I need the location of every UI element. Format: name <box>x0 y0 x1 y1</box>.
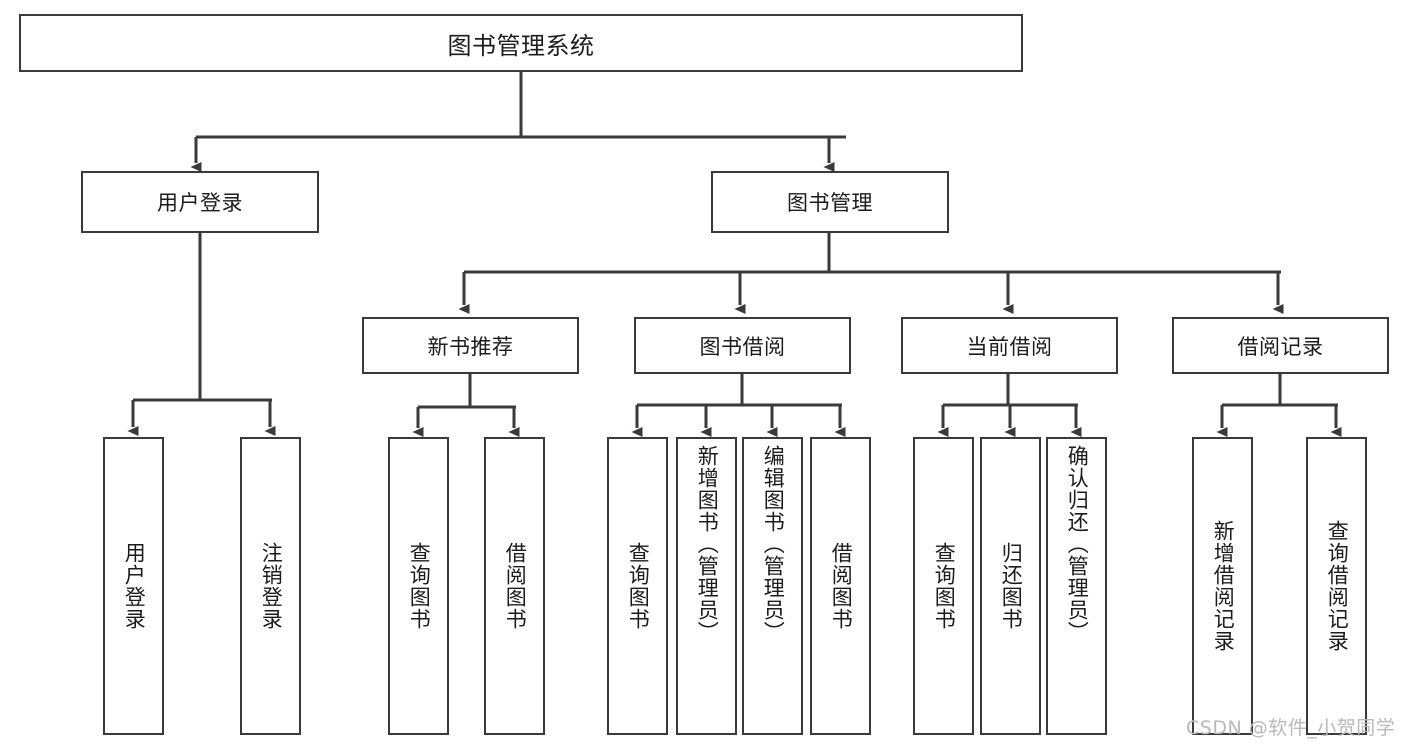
leaf-query-book-borrow[interactable]: 查询图书 <box>607 437 668 735</box>
node-label: 图书借阅 <box>699 334 786 359</box>
node-book-borrow[interactable]: 图书借阅 <box>634 317 851 374</box>
leaf-confirm-return[interactable]: 确认归还（管理员） <box>1046 437 1107 735</box>
leaf-label: 确认归还（管理员） <box>1065 445 1090 643</box>
watermark-text: CSDN @软件_小贺同学 <box>1186 717 1396 739</box>
node-label: 图书管理系统 <box>447 31 595 60</box>
node-current-borrow[interactable]: 当前借阅 <box>901 317 1118 374</box>
node-root-book-management-system[interactable]: 图书管理系统 <box>19 14 1023 72</box>
node-label: 新书推荐 <box>427 334 514 359</box>
node-borrow-record[interactable]: 借阅记录 <box>1172 317 1389 374</box>
leaf-label: 借阅图书 <box>503 542 528 630</box>
leaf-label: 查询图书 <box>407 542 432 630</box>
leaf-inner: 用户登录 <box>105 439 162 733</box>
leaf-inner: 归还图书 <box>982 439 1039 733</box>
node-label: 借阅记录 <box>1237 334 1324 359</box>
leaf-inner: 编辑图书（管理员） <box>744 439 801 739</box>
leaf-label: 查询图书 <box>626 542 651 630</box>
leaf-inner: 确认归还（管理员） <box>1048 439 1105 739</box>
node-label: 用户登录 <box>157 191 243 215</box>
leaf-label: 归还图书 <box>999 542 1024 630</box>
leaf-query-book-current[interactable]: 查询图书 <box>913 437 974 735</box>
leaf-label: 编辑图书（管理员） <box>761 445 786 643</box>
leaf-add-book[interactable]: 新增图书（管理员） <box>676 437 737 735</box>
leaf-return-book[interactable]: 归还图书 <box>980 437 1041 735</box>
leaf-label: 查询借阅记录 <box>1325 520 1350 652</box>
leaf-borrow-book-recommend[interactable]: 借阅图书 <box>484 437 545 735</box>
leaf-label: 借阅图书 <box>829 542 854 630</box>
leaf-edit-book[interactable]: 编辑图书（管理员） <box>742 437 803 735</box>
node-book-management[interactable]: 图书管理 <box>711 171 949 233</box>
leaf-label: 新增图书（管理员） <box>695 445 720 643</box>
leaf-query-borrow-record[interactable]: 查询借阅记录 <box>1306 437 1367 735</box>
leaf-user-logout[interactable]: 注销登录 <box>240 437 301 735</box>
node-new-book-recommend[interactable]: 新书推荐 <box>362 317 579 374</box>
leaf-inner: 借阅图书 <box>486 439 543 733</box>
leaf-inner: 查询借阅记录 <box>1308 439 1365 733</box>
node-user-login[interactable]: 用户登录 <box>81 171 319 233</box>
leaf-inner: 查询图书 <box>915 439 972 733</box>
leaf-add-borrow-record[interactable]: 新增借阅记录 <box>1192 437 1253 735</box>
node-label: 图书管理 <box>787 191 873 215</box>
leaf-query-book-recommend[interactable]: 查询图书 <box>388 437 449 735</box>
leaf-inner: 注销登录 <box>242 439 299 733</box>
leaf-inner: 新增借阅记录 <box>1194 439 1251 733</box>
leaf-user-login[interactable]: 用户登录 <box>103 437 164 735</box>
node-label: 当前借阅 <box>966 334 1053 359</box>
leaf-label: 注销登录 <box>259 542 284 630</box>
leaf-inner: 新增图书（管理员） <box>678 439 735 739</box>
leaf-inner: 查询图书 <box>390 439 447 733</box>
leaf-label: 新增借阅记录 <box>1211 520 1236 652</box>
leaf-inner: 借阅图书 <box>812 439 869 733</box>
leaf-inner: 查询图书 <box>609 439 666 733</box>
leaf-borrow-book[interactable]: 借阅图书 <box>810 437 871 735</box>
leaf-label: 查询图书 <box>932 542 957 630</box>
leaf-label: 用户登录 <box>122 542 147 630</box>
